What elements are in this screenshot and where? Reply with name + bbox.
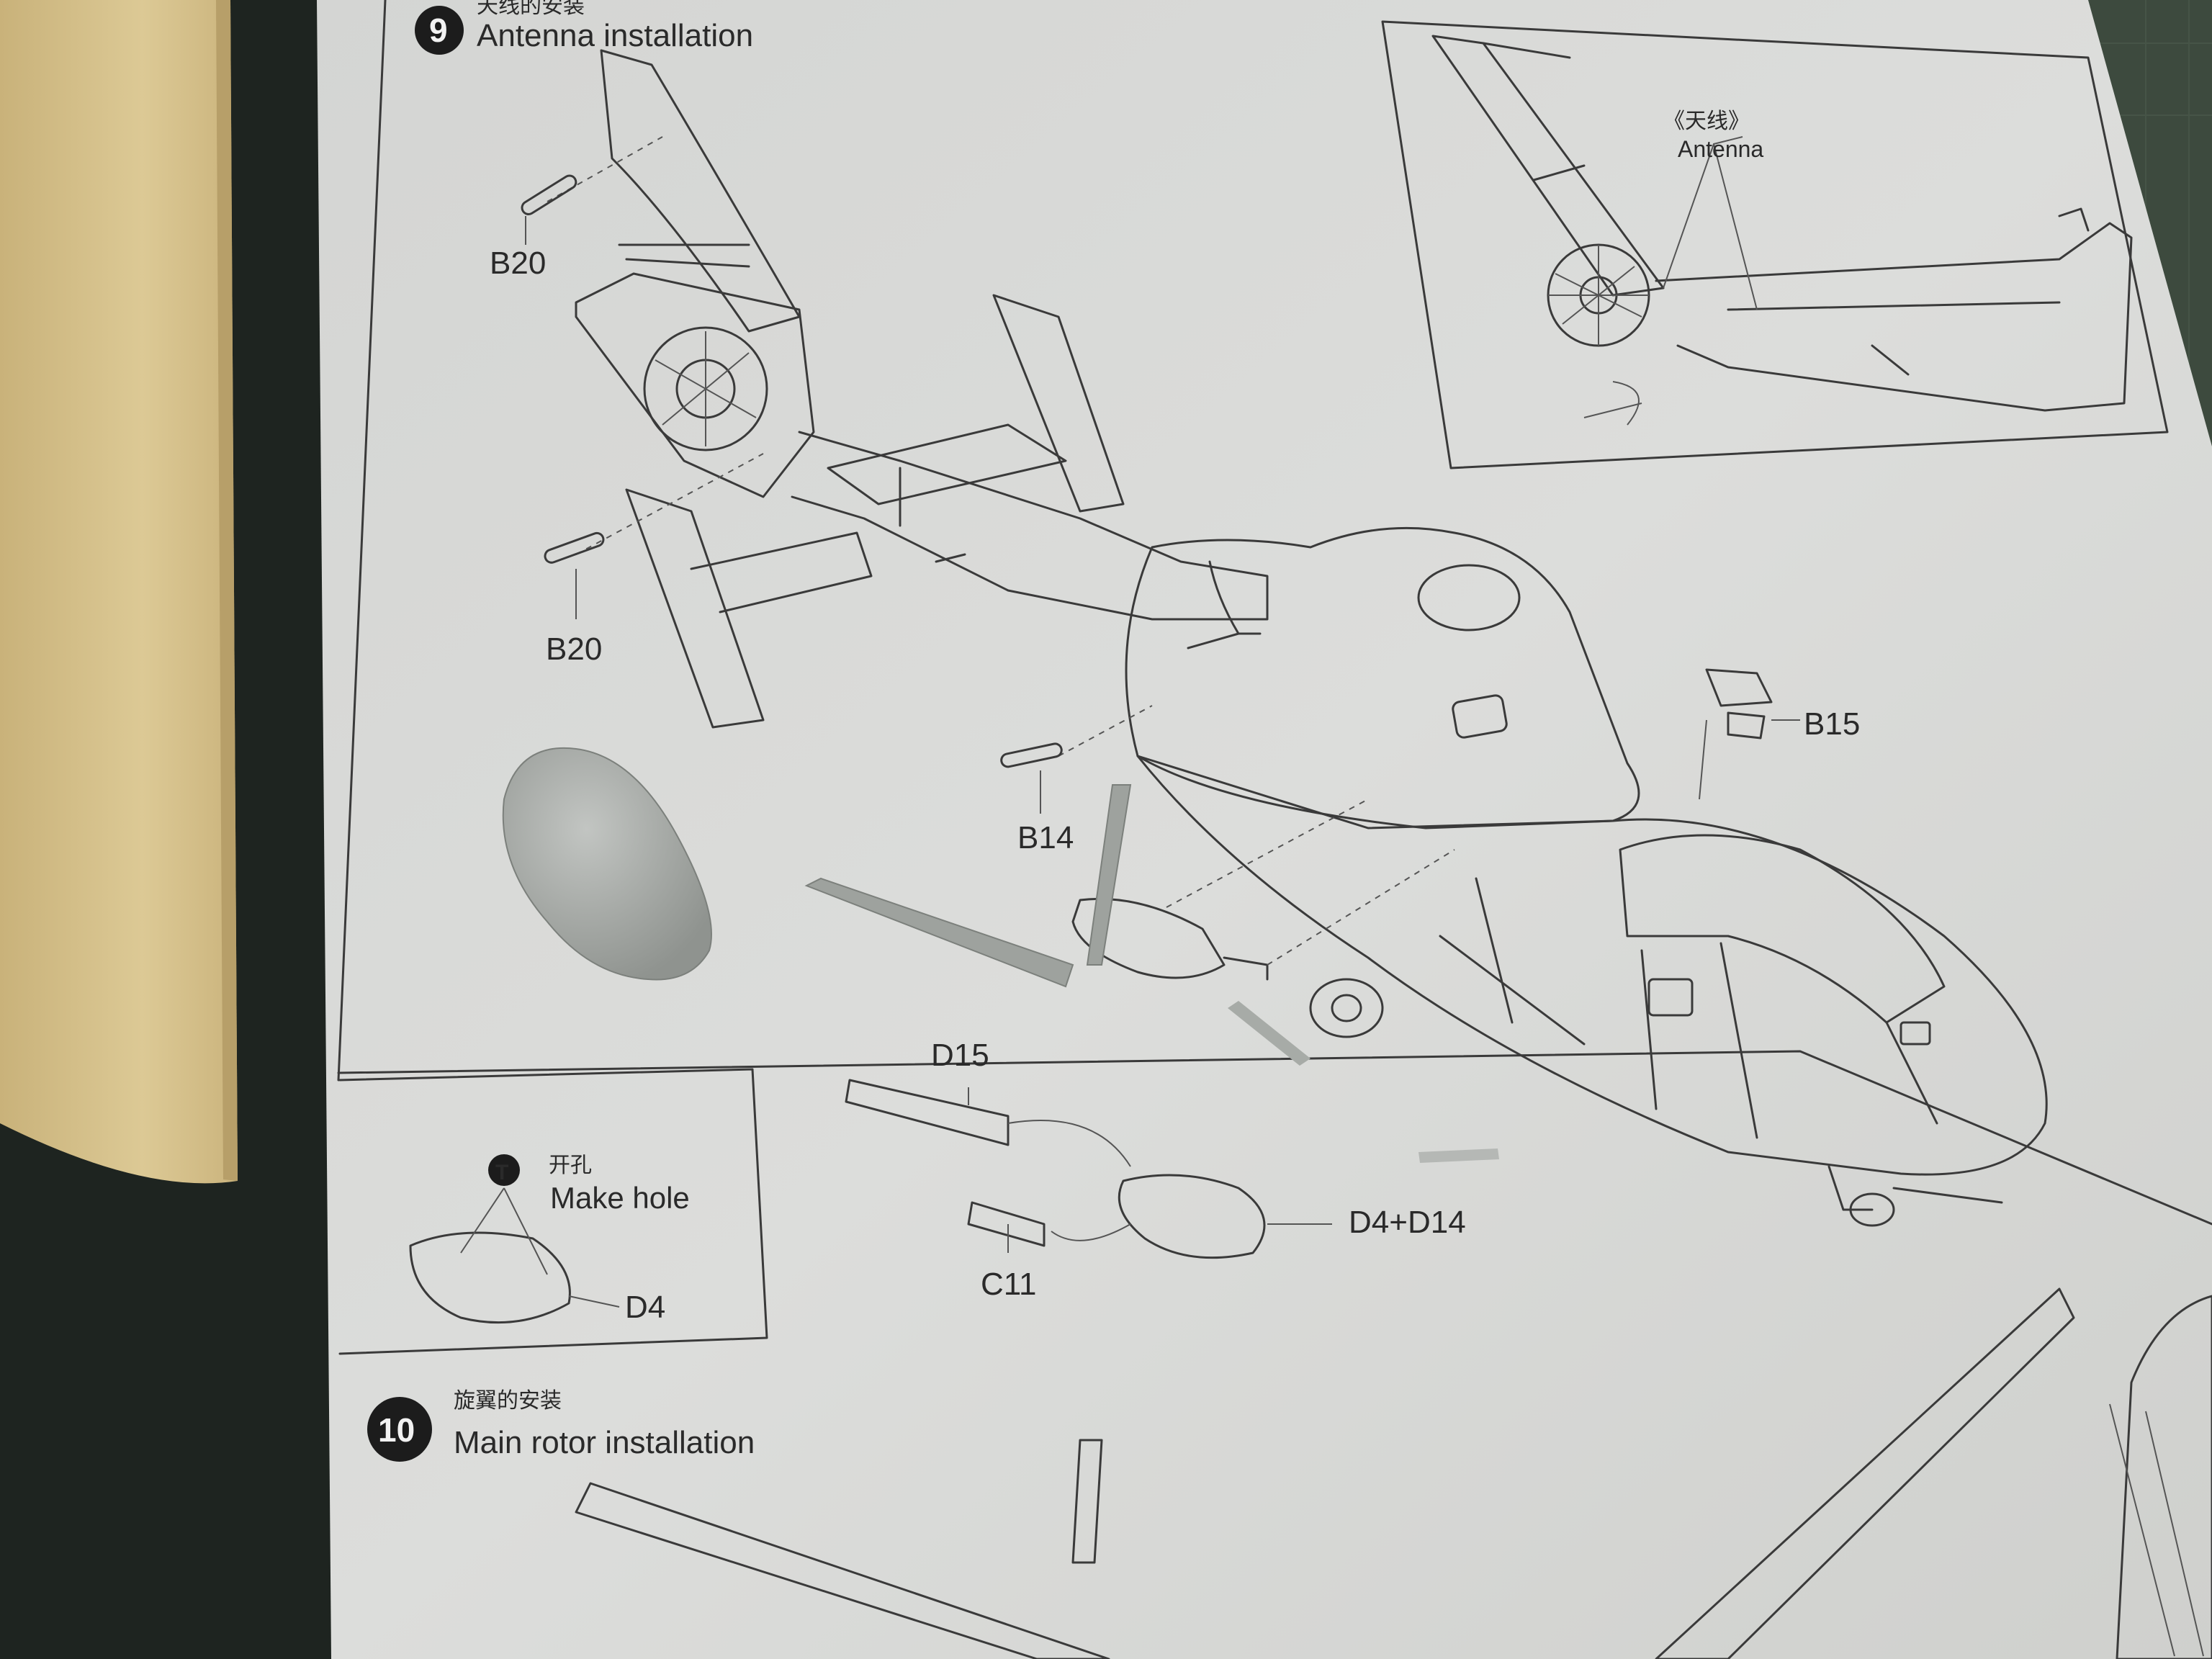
make-hole-part-label: D4 — [625, 1290, 665, 1325]
plastic-pod — [502, 747, 712, 981]
plastic-small-rod — [1228, 1001, 1310, 1066]
step-9-frame — [337, 0, 2212, 1226]
step-9-header: 9 天线的安装 Antenna installation — [415, 0, 753, 55]
plastic-parts — [502, 747, 1499, 1163]
part-label-b20-upper: B20 — [490, 246, 546, 281]
plastic-strip — [1419, 1148, 1499, 1163]
instruction-sheet — [317, 0, 2212, 1659]
part-label-b15: B15 — [1804, 706, 1860, 742]
drill-icon-letter: T — [495, 1161, 508, 1184]
part-label-c11: C11 — [981, 1267, 1036, 1302]
plastic-rod — [804, 877, 1074, 988]
step-10-title: Main rotor installation — [454, 1425, 755, 1460]
part-label-b14: B14 — [1017, 820, 1074, 855]
make-hole-label-cn: 开孔 — [549, 1154, 592, 1177]
step-10-badge — [367, 1397, 432, 1462]
step-9-number: 9 — [429, 12, 448, 49]
cardboard-box — [0, 0, 238, 1184]
step-10-header: 10 旋翼的安装 Main rotor installation — [367, 1389, 755, 1462]
make-hole-label: Make hole — [550, 1181, 690, 1215]
step-10-title-cn: 旋翼的安装 — [454, 1389, 562, 1413]
antenna-label: Antenna — [1678, 136, 1763, 162]
step-9-title-cn: 天线的安装 — [477, 0, 585, 18]
step-9-title: Antenna installation — [477, 18, 753, 53]
antenna-detail-inset: 《天线》 Antenna — [1381, 20, 2169, 469]
step-9-badge — [415, 6, 464, 55]
antenna-label-cn: 《天线》 — [1663, 109, 1750, 133]
make-hole-inset: T 开孔 Make hole D4 — [338, 1068, 768, 1355]
part-label-d15: D15 — [931, 1038, 989, 1073]
helicopter-drawing — [521, 49, 2048, 1259]
part-label-b20-lower: B20 — [546, 631, 602, 667]
plastic-antenna-rod — [1086, 784, 1132, 966]
part-label-d4-d14: D4+D14 — [1349, 1205, 1466, 1240]
cardboard-edge — [216, 0, 238, 1181]
drill-icon — [488, 1154, 520, 1186]
step-10-number: 10 — [378, 1411, 415, 1449]
